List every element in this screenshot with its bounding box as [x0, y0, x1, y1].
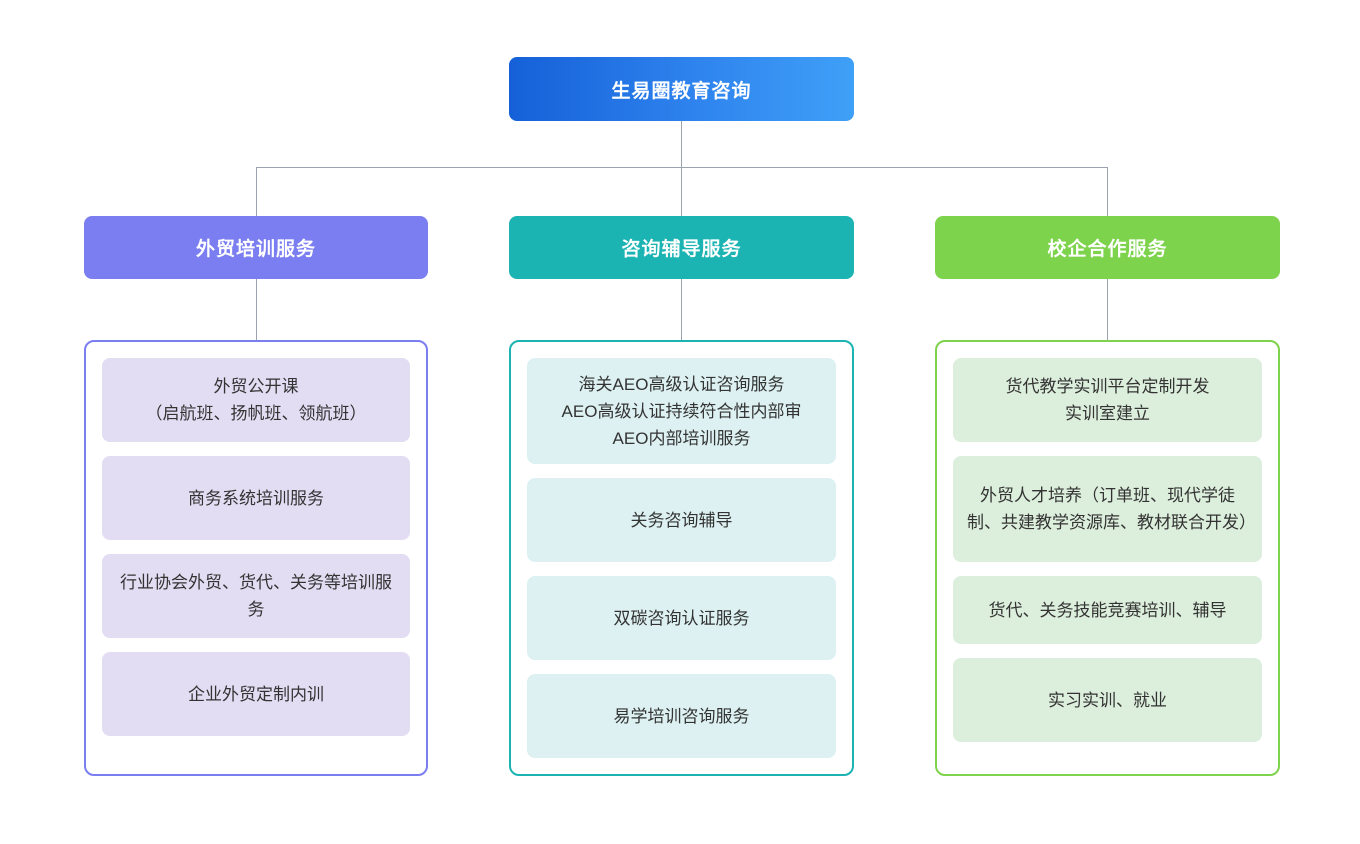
- service-item[interactable]: 货代、关务技能竞赛培训、辅导: [953, 576, 1262, 644]
- service-item[interactable]: 海关AEO高级认证咨询服务 AEO高级认证持续符合性内部审 AEO内部培训服务: [527, 358, 836, 464]
- column-header-zixun-fudao[interactable]: 咨询辅导服务: [509, 216, 854, 279]
- service-item[interactable]: 易学培训咨询服务: [527, 674, 836, 758]
- connector-header-to-box-2: [681, 279, 682, 340]
- connector-header-to-box-1: [256, 279, 257, 340]
- connector-drop-column-1: [256, 167, 257, 216]
- service-item[interactable]: 双碳咨询认证服务: [527, 576, 836, 660]
- connector-root-stem: [681, 121, 682, 167]
- root-node[interactable]: 生易圈教育咨询: [509, 57, 854, 121]
- service-item[interactable]: 企业外贸定制内训: [102, 652, 410, 736]
- connector-drop-column-3: [1107, 167, 1108, 216]
- service-item[interactable]: 实习实训、就业: [953, 658, 1262, 742]
- column-header-waimao-peixun[interactable]: 外贸培训服务: [84, 216, 428, 279]
- connector-header-to-box-3: [1107, 279, 1108, 340]
- service-item[interactable]: 关务咨询辅导: [527, 478, 836, 562]
- column-box-zixun-fudao: 海关AEO高级认证咨询服务 AEO高级认证持续符合性内部审 AEO内部培训服务关…: [509, 340, 854, 776]
- service-item[interactable]: 商务系统培训服务: [102, 456, 410, 540]
- service-item[interactable]: 外贸公开课 （启航班、扬帆班、领航班）: [102, 358, 410, 442]
- column-box-xiaoqi-hezuo: 货代教学实训平台定制开发 实训室建立外贸人才培养（订单班、现代学徒制、共建教学资…: [935, 340, 1280, 776]
- column-box-waimao-peixun: 外贸公开课 （启航班、扬帆班、领航班） 商务系统培训服务行业协会外贸、货代、关务等…: [84, 340, 428, 776]
- column-header-xiaoqi-hezuo[interactable]: 校企合作服务: [935, 216, 1280, 279]
- service-item[interactable]: 外贸人才培养（订单班、现代学徒制、共建教学资源库、教材联合开发）: [953, 456, 1262, 562]
- service-item[interactable]: 行业协会外贸、货代、关务等培训服务: [102, 554, 410, 638]
- connector-drop-column-2: [681, 167, 682, 216]
- service-item[interactable]: 货代教学实训平台定制开发 实训室建立: [953, 358, 1262, 442]
